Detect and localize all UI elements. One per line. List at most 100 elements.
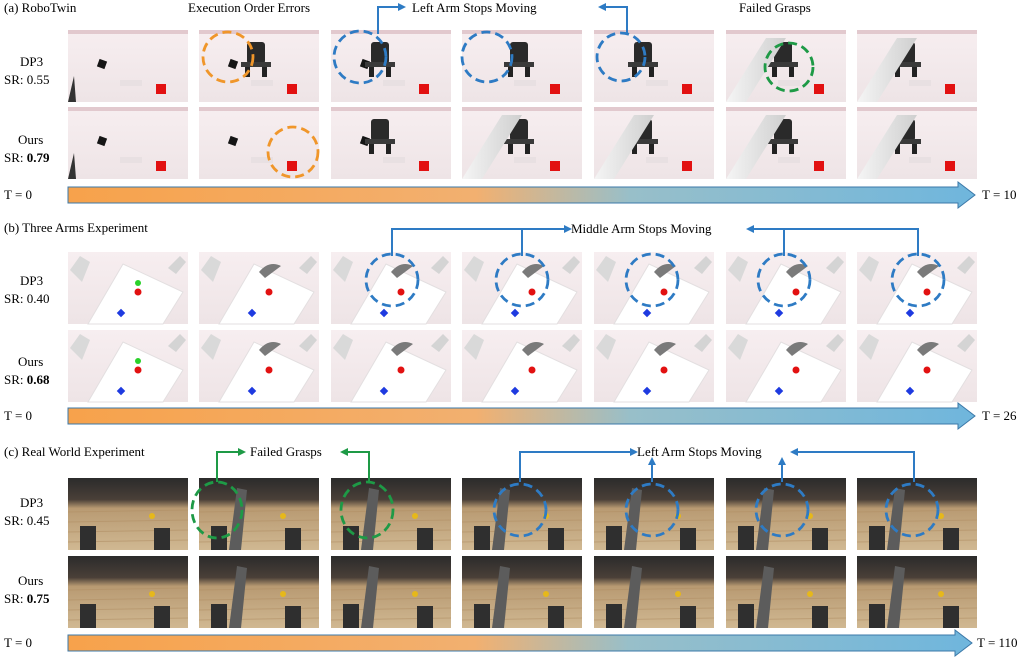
robot-arm — [624, 488, 642, 550]
frame — [198, 556, 320, 628]
yellow-object — [412, 591, 418, 597]
robot-gripper — [365, 139, 395, 144]
table-edge — [462, 30, 582, 34]
blue-cube — [379, 308, 389, 318]
fixture — [778, 80, 800, 86]
robot-base — [943, 528, 959, 550]
frame — [68, 107, 188, 179]
red-cube — [923, 366, 931, 374]
dashed-annotation-circle — [494, 252, 550, 308]
annotation-circles — [190, 29, 946, 540]
yellow-object — [807, 591, 813, 597]
robot-arm — [728, 256, 748, 282]
frame — [856, 556, 978, 628]
robot-arm — [859, 256, 879, 282]
timeline-c: T = 0 T = 110 — [4, 628, 1018, 658]
robot-base — [343, 526, 359, 550]
robot-arm — [168, 256, 186, 274]
robot-base — [738, 526, 754, 550]
yellow-object — [938, 513, 944, 519]
label-execution-order-errors: Execution Order Errors — [188, 0, 310, 15]
table-edge — [594, 107, 714, 111]
blue-cube — [247, 308, 257, 318]
arrow-head — [648, 457, 656, 465]
table-edge — [331, 107, 451, 111]
robot-arm — [594, 115, 654, 179]
label-left-arm-stops-moving: Left Arm Stops Moving — [637, 444, 762, 459]
robot-arm — [259, 264, 281, 278]
red-cube — [945, 84, 955, 94]
robot-arm — [756, 488, 774, 550]
dashed-annotation-circle — [763, 41, 815, 93]
red-cube — [528, 288, 536, 296]
frame — [857, 252, 977, 325]
frame — [594, 30, 714, 102]
robot-gripper — [386, 67, 391, 77]
timeline-start-label: T = 0 — [4, 635, 32, 650]
wood-grain — [461, 587, 583, 591]
robot-gripper — [369, 67, 374, 77]
robot-arm — [70, 334, 90, 360]
table-edge — [199, 30, 319, 34]
wood-grain — [461, 597, 583, 601]
table-edge — [68, 107, 188, 111]
red-cube — [682, 161, 692, 171]
red-cube — [945, 161, 955, 171]
robot-arm — [826, 256, 844, 274]
frame — [593, 478, 715, 550]
black-cube — [96, 58, 108, 70]
red-cube — [134, 366, 142, 374]
frame — [462, 30, 582, 102]
robot-arm — [492, 488, 510, 550]
dashed-annotation-circle — [624, 252, 680, 308]
robot-arm — [68, 153, 76, 179]
dashed-annotation-circle — [492, 482, 548, 538]
dashed-annotation-circle — [460, 30, 514, 84]
blue-cube — [905, 386, 915, 396]
frame-grid — [67, 30, 978, 628]
robot-gripper — [508, 144, 513, 154]
wood-grain — [67, 587, 189, 591]
fixture — [383, 80, 405, 86]
robot-arm — [859, 334, 879, 360]
robot-gripper — [262, 67, 267, 77]
wood-grain — [198, 519, 320, 523]
panel-c-title: (c) Real World Experiment — [4, 444, 145, 459]
robot-arm — [431, 334, 449, 352]
wood-grain — [856, 509, 978, 513]
red-cube — [792, 366, 800, 374]
robot-arm — [229, 566, 247, 628]
robot-base — [417, 606, 433, 628]
frame — [68, 252, 188, 325]
yellow-object — [938, 591, 944, 597]
dashed-annotation-circle — [595, 31, 647, 83]
wood-grain — [461, 509, 583, 513]
robot-base — [211, 526, 227, 550]
robot-arm — [756, 566, 774, 628]
red-cube — [923, 288, 931, 296]
arrow-head — [790, 448, 798, 456]
red-cube — [660, 366, 668, 374]
robot-arm — [596, 256, 616, 282]
fixture — [778, 157, 800, 163]
dashed-annotation-circle — [339, 480, 395, 540]
robot-gripper — [525, 67, 530, 77]
red-cube — [265, 366, 273, 374]
robot-arm — [361, 488, 379, 550]
robot-arm — [786, 342, 808, 356]
blue-cube — [116, 308, 126, 318]
robot-arm — [462, 115, 522, 179]
label-middle-arm-stops-moving: Middle Arm Stops Moving — [571, 221, 712, 236]
row-label-method: DP3 — [20, 495, 43, 510]
robot-gripper — [371, 42, 389, 64]
frame — [330, 478, 452, 550]
black-cube — [227, 58, 239, 70]
robot-gripper — [510, 42, 528, 64]
dashed-annotation-circle — [890, 252, 946, 308]
table-edge — [462, 107, 582, 111]
robot-gripper — [772, 67, 777, 77]
blue-cube — [774, 386, 784, 396]
yellow-object — [280, 513, 286, 519]
row-label-method: DP3 — [20, 54, 43, 69]
table-edge — [726, 107, 846, 111]
